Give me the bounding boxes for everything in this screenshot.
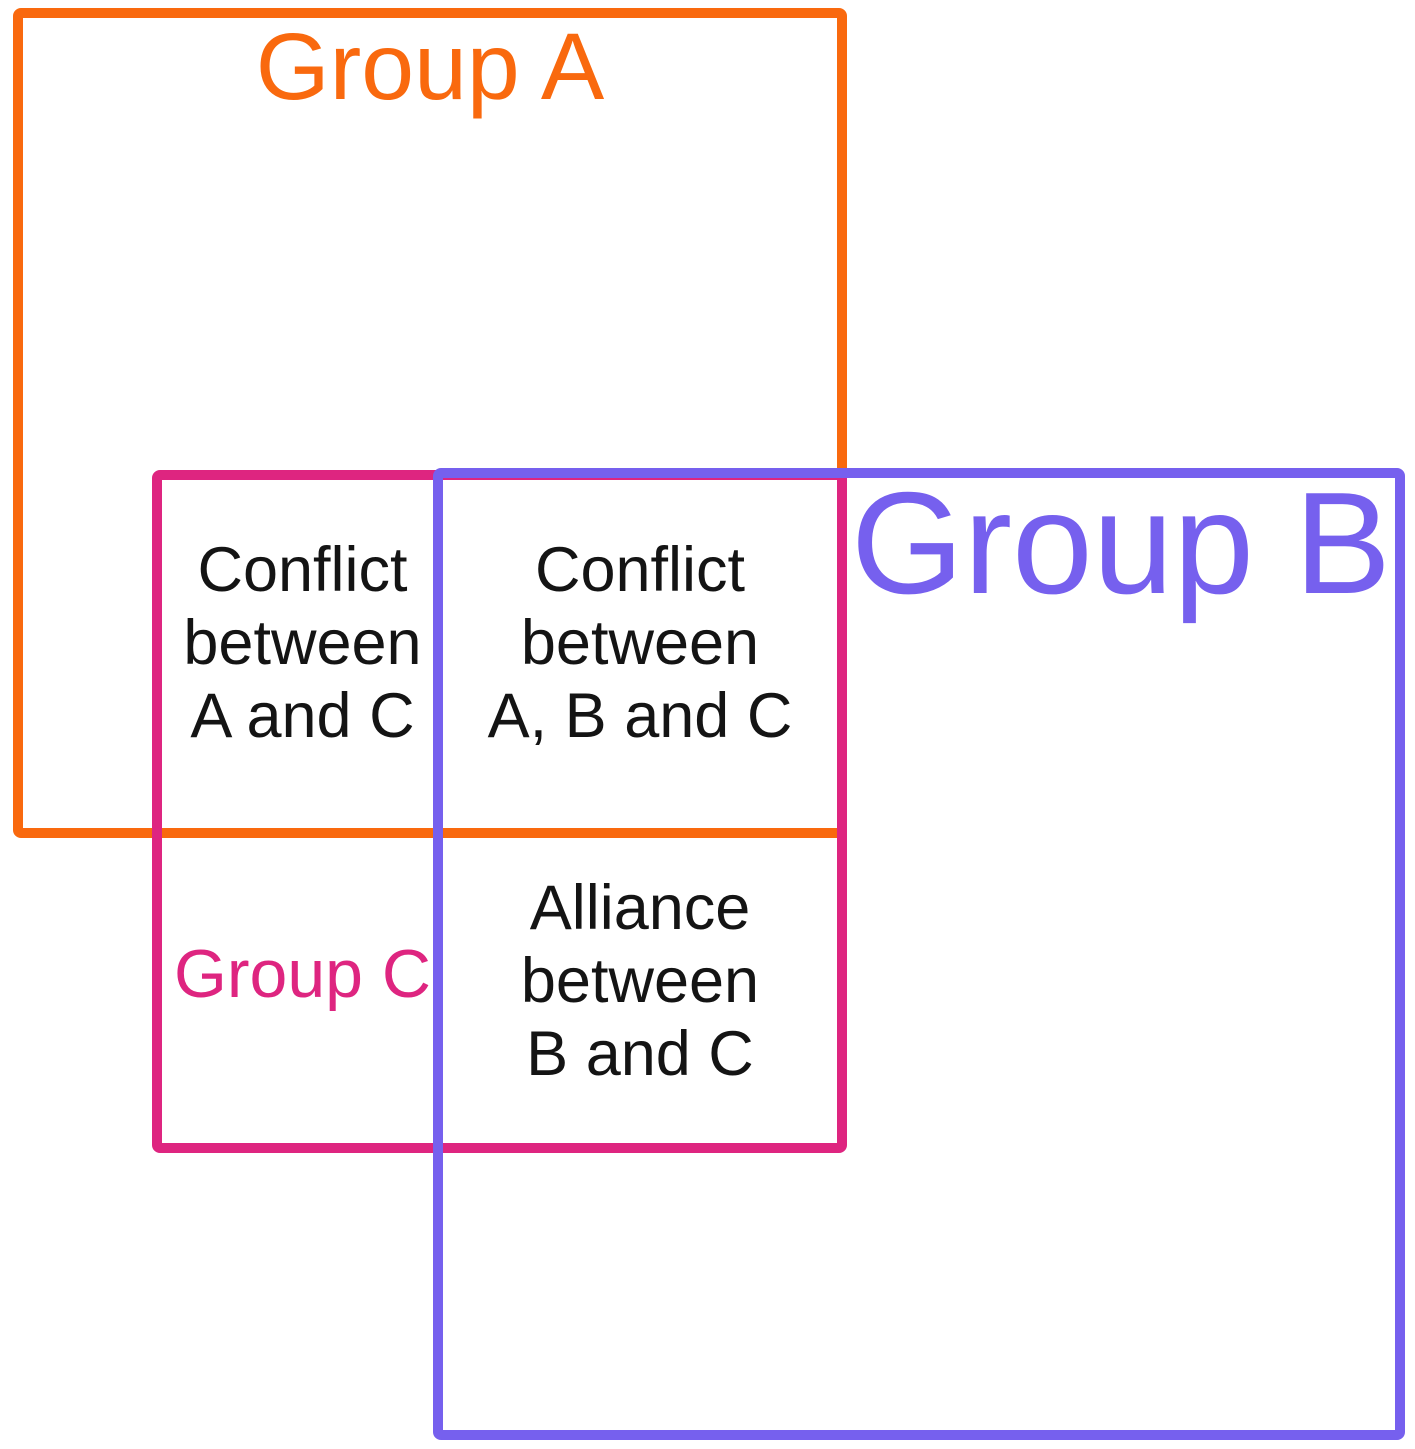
region-conflict-a-b-c-label: Conflict between A, B and C	[487, 535, 793, 751]
group-c-label: Group C	[174, 936, 431, 1012]
group-a-box	[13, 8, 847, 838]
group-a-label: Group A	[255, 14, 605, 120]
group-b-label: Group B	[851, 462, 1391, 624]
region-conflict-a-c-label: Conflict between A and C	[183, 535, 422, 751]
region-alliance-b-c-label: Alliance between B and C	[520, 873, 760, 1089]
group-b-box	[433, 468, 1405, 1440]
